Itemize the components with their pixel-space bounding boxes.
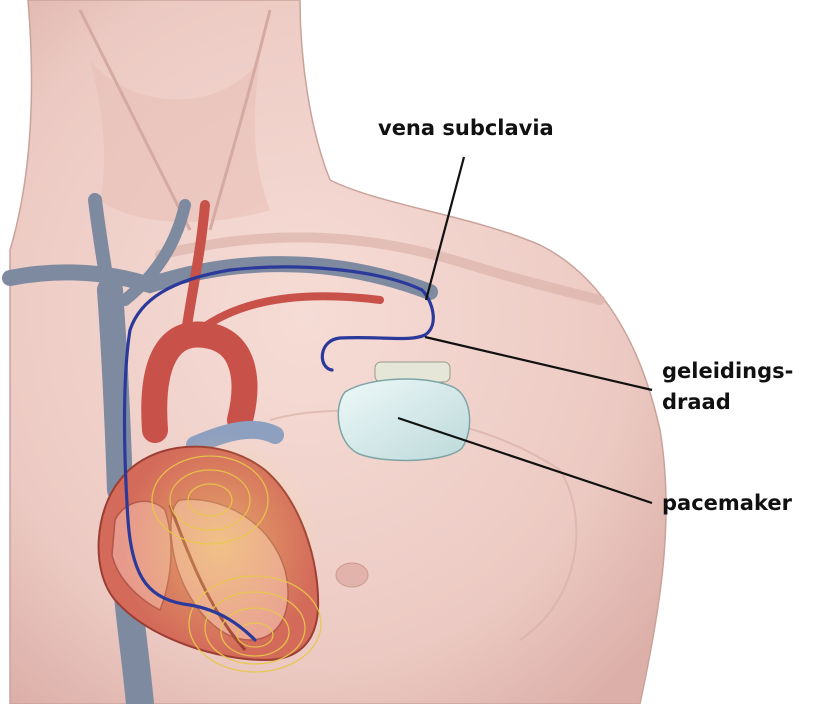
label-geleidingsdraad-line1: geleidings-: [662, 357, 793, 385]
superior-vena-cava: [110, 290, 120, 490]
label-vena-subclavia: vena subclavia: [378, 114, 554, 142]
label-pacemaker: pacemaker: [662, 489, 792, 517]
label-geleidingsdraad-line2: draad: [662, 388, 731, 416]
electric-field: [120, 435, 320, 655]
nipple: [336, 563, 368, 587]
